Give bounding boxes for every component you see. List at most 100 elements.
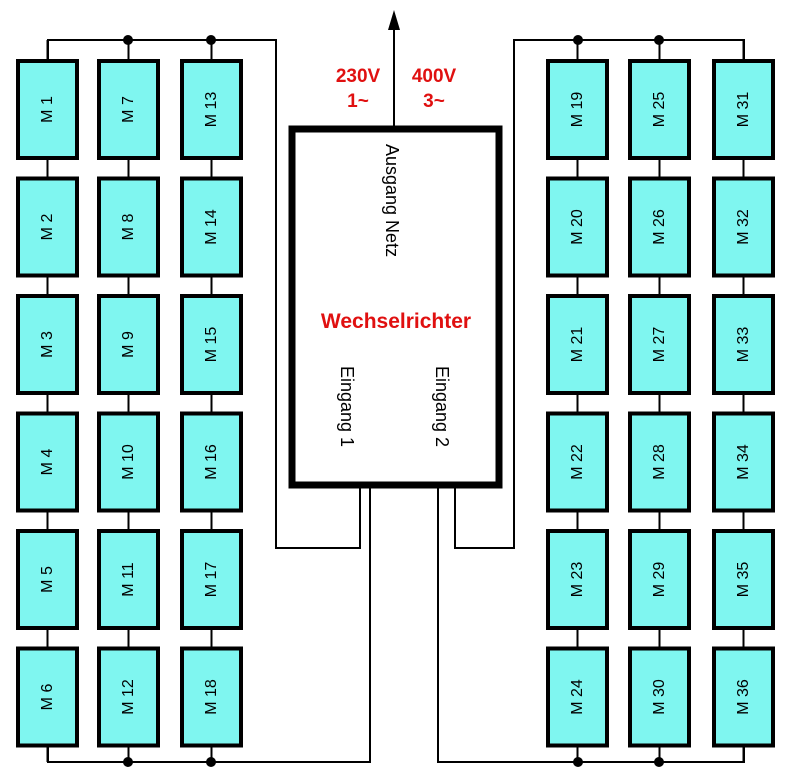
pv-module-box	[628, 294, 691, 395]
pv-module-label: M 9	[120, 331, 137, 358]
pv-module-box	[628, 646, 691, 748]
module-strings: M 1M 2M 3M 4M 5M 6M 7M 8M 9M 10M 11M 12M…	[16, 40, 775, 762]
pv-module-label: M 14	[203, 209, 220, 245]
pv-module-label: M 19	[569, 92, 586, 128]
pv-module-label: M 27	[651, 327, 668, 363]
pv-module-box	[546, 646, 609, 748]
pv-module-label: M 33	[735, 327, 752, 363]
module-column-col3: M 13 M 14 M 15 M 16 M 17 M 18	[180, 40, 243, 762]
pv-module-label: M 18	[203, 679, 220, 715]
pv-module-label: M 1	[39, 96, 56, 123]
pv-module-box	[97, 646, 160, 748]
pv-module-box	[712, 294, 775, 395]
pv-module-label: M 21	[569, 327, 586, 363]
pv-module-label: M 16	[203, 444, 220, 480]
pv-module-label: M 10	[120, 444, 137, 480]
pv-module: M 32	[712, 176, 775, 278]
pv-module: M 14	[180, 176, 243, 278]
pv-module: M 4	[16, 411, 79, 513]
pv-module: M 16	[180, 411, 243, 513]
pv-module: M 30	[628, 646, 691, 748]
output-arrow-icon	[388, 10, 400, 30]
pv-module-label: M 20	[569, 209, 586, 245]
pv-module: M 33	[712, 294, 775, 395]
inverter-input1-label: Eingang 1	[337, 366, 357, 447]
module-column-col2: M 7M 8M 9M 10M 11M 12	[97, 40, 160, 762]
pv-module-box	[712, 646, 775, 748]
module-column-col5: M 25 M 26 M 27 M 28 M 29 M 30	[628, 40, 691, 762]
inverter-output-label: Ausgang Netz	[382, 144, 402, 257]
pv-module-label: M 28	[651, 444, 668, 480]
pv-module-box	[546, 411, 609, 513]
pv-module: M 22	[546, 411, 609, 513]
pv-module-box	[180, 59, 243, 160]
pv-module-label: M 2	[39, 214, 56, 241]
pv-module: M 3	[16, 294, 79, 395]
three-phase-symbol: 3~	[423, 91, 445, 112]
pv-module-box	[180, 646, 243, 748]
pv-module-box	[16, 294, 79, 395]
pv-module-box	[712, 176, 775, 278]
pv-module: M 1	[16, 59, 79, 160]
pv-module: M 25	[628, 59, 691, 160]
pv-module: M 20	[546, 176, 609, 278]
pv-module-label: M 31	[735, 92, 752, 128]
pv-module: M 18	[180, 646, 243, 748]
pv-module-label: M 25	[651, 92, 668, 128]
pv-module-label: M 36	[735, 679, 752, 715]
pv-module-label: M 29	[651, 562, 668, 598]
pv-module-box	[180, 294, 243, 395]
pv-module-box	[712, 411, 775, 513]
pv-module-label: M 17	[203, 562, 220, 598]
pv-module: M 26	[628, 176, 691, 278]
pv-module: M 24	[546, 646, 609, 748]
pv-module: M 27	[628, 294, 691, 395]
pv-module-label: M 15	[203, 327, 220, 363]
pv-module: M 11	[97, 529, 160, 630]
pv-module-box	[180, 176, 243, 278]
pv-module-box	[97, 59, 160, 160]
module-column-col1: M 1 M 2 M 3 M 4 M 5 M 6	[16, 40, 79, 762]
pv-module-box	[628, 411, 691, 513]
pv-module-box	[97, 529, 160, 630]
inverter-box	[288, 125, 503, 489]
pv-module-box	[546, 59, 609, 160]
pv-module: M 5	[16, 529, 79, 630]
pv-module-box	[180, 529, 243, 630]
pv-module: M 36	[712, 646, 775, 748]
pv-module: M 21	[546, 294, 609, 395]
pv-module-box	[97, 294, 160, 395]
pv-module-label: M 13	[203, 92, 220, 128]
inverter: Ausgang Netz Wechselrichter Eingang 1 Ei…	[288, 125, 503, 489]
pv-module-label: M 5	[39, 566, 56, 593]
pv-module-label: M 23	[569, 562, 586, 598]
pv-module: M 13	[180, 59, 243, 160]
pv-module-box	[546, 176, 609, 278]
pv-module-label: M 35	[735, 562, 752, 598]
pv-module-box	[628, 176, 691, 278]
pv-module: M 7	[97, 59, 160, 160]
pv-module-box	[712, 529, 775, 630]
module-column-col4: M 19 M 20 M 21 M 22 M 23 M 24	[546, 40, 609, 762]
pv-module-box	[546, 294, 609, 395]
pv-module-label: M 26	[651, 209, 668, 245]
pv-module: M 31	[712, 59, 775, 160]
pv-module-box	[97, 176, 160, 278]
pv-module: M 29	[628, 529, 691, 630]
pv-module-label: M 8	[120, 214, 137, 241]
output-labels: 230V 1~ 400V 3~	[336, 66, 457, 112]
pv-module-box	[16, 646, 79, 748]
pv-module: M 15	[180, 294, 243, 395]
pv-module-label: M 22	[569, 444, 586, 480]
single-phase-symbol: 1~	[347, 91, 369, 112]
pv-module-label: M 6	[39, 684, 56, 711]
three-phase-voltage: 400V	[412, 66, 457, 87]
pv-module: M 28	[628, 411, 691, 513]
pv-module-box	[16, 59, 79, 160]
pv-module: M 9	[97, 294, 160, 395]
pv-module-box	[628, 59, 691, 160]
pv-module: M 23	[546, 529, 609, 630]
pv-module: M 34	[712, 411, 775, 513]
pv-module-label: M 4	[39, 449, 56, 476]
